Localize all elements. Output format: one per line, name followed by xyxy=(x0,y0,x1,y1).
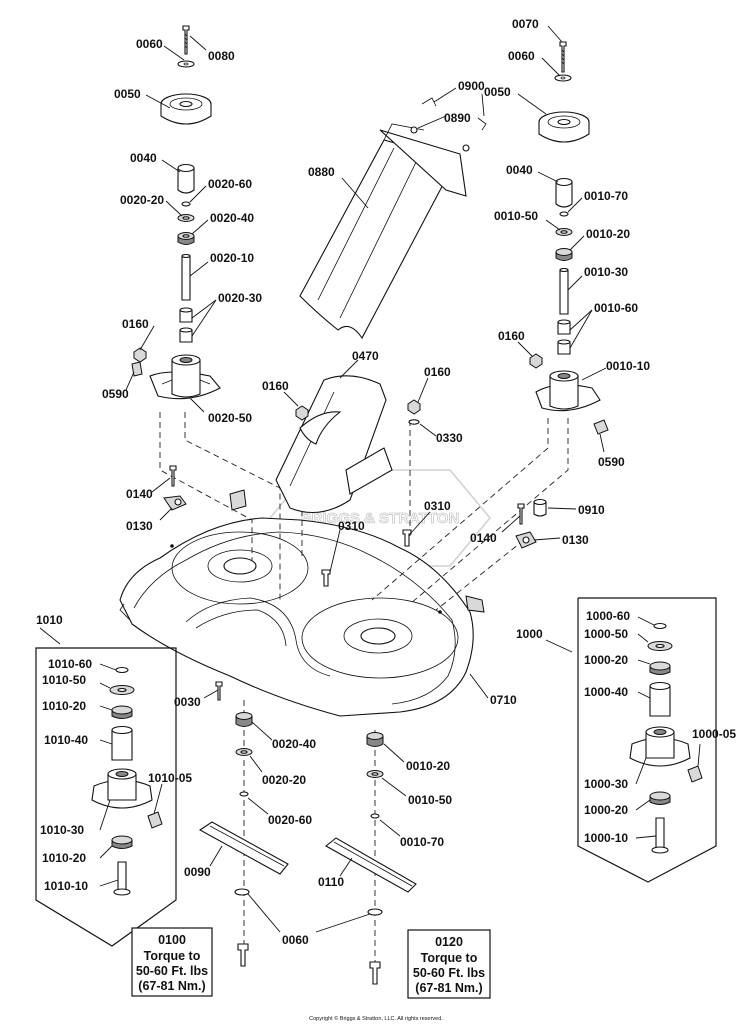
label-0160: 0160 xyxy=(262,379,289,393)
assembly-guide-lines xyxy=(159,412,569,964)
label-0880: 0880 xyxy=(308,165,335,179)
label-0010-50: 0010-50 xyxy=(408,793,452,807)
label-0330: 0330 xyxy=(436,431,463,445)
discharge-chute-0880[interactable] xyxy=(299,97,487,340)
label-0160: 0160 xyxy=(122,317,149,331)
torque-box-line2: 50-60 Ft. lbs xyxy=(136,964,208,978)
label-1000-20: 1000-20 xyxy=(584,803,628,817)
label-1000-60: 1000-60 xyxy=(586,609,630,623)
label-1000-20: 1000-20 xyxy=(584,653,628,667)
label-1010-30: 1010-30 xyxy=(40,823,84,837)
label-0020-60: 0020-60 xyxy=(268,813,312,827)
label-0090: 0090 xyxy=(184,865,211,879)
label-1010-20: 1010-20 xyxy=(42,851,86,865)
label-0040: 0040 xyxy=(130,151,157,165)
label-0310: 0310 xyxy=(424,499,451,513)
label-0060: 0060 xyxy=(282,933,309,947)
label-0130: 0130 xyxy=(562,533,589,547)
label-0020-40: 0020-40 xyxy=(272,737,316,751)
label-0010-20: 0010-20 xyxy=(586,227,630,241)
label-0020-40: 0020-40 xyxy=(210,211,254,225)
label-1010-40: 1010-40 xyxy=(44,733,88,747)
label-0010-50: 0010-50 xyxy=(494,209,538,223)
label-0010-70: 0010-70 xyxy=(584,189,628,203)
label-0040: 0040 xyxy=(506,163,533,177)
label-0020-50: 0020-50 xyxy=(208,411,252,425)
torque-box-0120: 0120 Torque to 50-60 Ft. lbs (67-81 Nm.) xyxy=(407,929,491,999)
label-1000-40: 1000-40 xyxy=(584,685,628,699)
label-0010-60: 0010-60 xyxy=(594,301,638,315)
label-1000: 1000 xyxy=(516,627,543,641)
label-0310: 0310 xyxy=(338,519,365,533)
label-0110: 0110 xyxy=(318,875,344,889)
label-0030: 0030 xyxy=(174,695,201,709)
torque-box-line3: (67-81 Nm.) xyxy=(138,979,205,993)
label-0470: 0470 xyxy=(352,349,379,363)
label-1000-10: 1000-10 xyxy=(584,831,628,845)
label-0010-70: 0010-70 xyxy=(400,835,444,849)
deflector-0470[interactable] xyxy=(275,375,393,513)
label-0710: 0710 xyxy=(490,693,517,707)
label-0050: 0050 xyxy=(114,87,141,101)
leader-lines xyxy=(39,25,701,933)
torque-box-part: 0120 xyxy=(435,935,463,949)
label-0020-60: 0020-60 xyxy=(208,177,252,191)
torque-box-0100: 0100 Torque to 50-60 Ft. lbs (67-81 Nm.) xyxy=(131,927,213,997)
label-0590: 0590 xyxy=(102,387,129,401)
torque-box-line3: (67-81 Nm.) xyxy=(415,981,482,995)
label-0140: 0140 xyxy=(126,487,153,501)
label-0060: 0060 xyxy=(136,37,163,51)
label-0160: 0160 xyxy=(498,329,525,343)
label-0070: 0070 xyxy=(512,17,539,31)
label-0160: 0160 xyxy=(424,365,451,379)
kit-panel-1000 xyxy=(577,597,717,883)
label-0060: 0060 xyxy=(508,49,535,63)
lower-right-stack[interactable] xyxy=(325,732,417,985)
label-0130: 0130 xyxy=(126,519,153,533)
label-0020-30: 0020-30 xyxy=(218,291,262,305)
label-0900: 0900 xyxy=(458,79,485,93)
label-0020-10: 0020-10 xyxy=(210,251,254,265)
label-1000-05: 1000-05 xyxy=(692,727,736,741)
label-1000-30: 1000-30 xyxy=(584,777,628,791)
label-0080: 0080 xyxy=(208,49,235,63)
right-spindle-stack[interactable] xyxy=(529,41,609,435)
label-0010-30: 0010-30 xyxy=(584,265,628,279)
mower-deck-0710[interactable] xyxy=(119,489,485,717)
label-1010-20: 1010-20 xyxy=(42,699,86,713)
label-1000-50: 1000-50 xyxy=(584,627,628,641)
label-1010: 1010 xyxy=(36,613,63,627)
label-0020-20: 0020-20 xyxy=(120,193,164,207)
label-0020-20: 0020-20 xyxy=(262,773,306,787)
label-1010-10: 1010-10 xyxy=(44,879,88,893)
label-0010-10: 0010-10 xyxy=(606,359,650,373)
copyright-notice: Copyright © Briggs & Stratton, LLC. All … xyxy=(309,1015,443,1022)
label-0910: 0910 xyxy=(578,503,605,517)
torque-box-line1: Torque to xyxy=(421,951,478,965)
label-0890: 0890 xyxy=(444,111,471,125)
label-0010-20: 0010-20 xyxy=(406,759,450,773)
callout-labels: 0060 0080 0050 0040 0020-60 0020-20 0020… xyxy=(36,17,736,947)
lower-left-stack[interactable] xyxy=(198,712,289,967)
label-0590: 0590 xyxy=(598,455,625,469)
torque-box-line1: Torque to xyxy=(144,949,201,963)
kit-panel-1010 xyxy=(35,647,177,947)
label-1010-50: 1010-50 xyxy=(42,673,86,687)
label-1010-05: 1010-05 xyxy=(148,771,192,785)
torque-box-line2: 50-60 Ft. lbs xyxy=(413,966,485,980)
left-spindle-stack[interactable] xyxy=(131,25,221,400)
label-0050: 0050 xyxy=(484,85,511,99)
label-0140: 0140 xyxy=(470,531,497,545)
torque-box-part: 0100 xyxy=(158,933,186,947)
label-1010-60: 1010-60 xyxy=(48,657,92,671)
